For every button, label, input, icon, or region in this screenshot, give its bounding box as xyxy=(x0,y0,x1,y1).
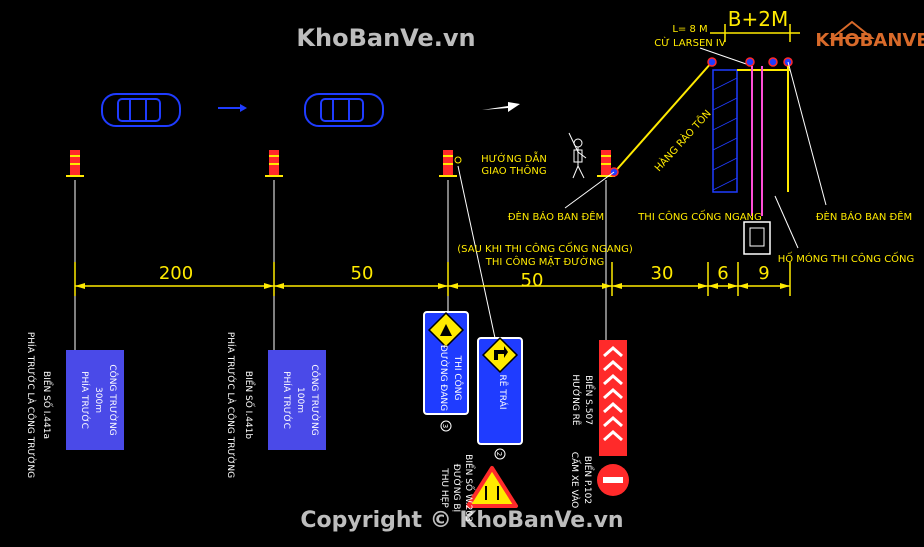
sign-1-caption-1: PHÍA TRƯỚC LÀ CÔNG TRƯỜNG xyxy=(25,332,37,478)
hang-rao-ton-label: HÀNG RÀO TÔN xyxy=(652,107,714,174)
warning-post-3-icon xyxy=(439,150,462,177)
sau-khi-label-2: THI CÔNG MẶT ĐƯỜNG xyxy=(485,255,604,268)
sign-1-line-3: PHÍA TRƯỚC xyxy=(79,371,91,429)
logo: KHOBANVE xyxy=(815,20,924,51)
dimension-chain xyxy=(74,262,791,296)
night-lamp-1-icon xyxy=(707,57,717,67)
thi-cong-cong-label: THI CÔNG CỐNG NGANG xyxy=(637,209,762,223)
car-1-icon xyxy=(101,93,181,127)
night-lamp-2-icon xyxy=(745,57,755,67)
sign-2-line-3: PHÍA TRƯỚC xyxy=(281,371,293,429)
warning-post-1-icon xyxy=(66,150,84,177)
sheet-pile-leader xyxy=(699,47,753,67)
sheet-pile-type: CỪ LARSEN IV xyxy=(654,36,726,49)
sign-6-caption-1: BIỂN S.507 xyxy=(583,375,596,425)
sign-2-caption-1: PHÍA TRƯỚC LÀ CÔNG TRƯỜNG xyxy=(225,332,237,478)
sign-1-caption-2: BIỂN SỐ I.441a xyxy=(41,371,54,439)
chevron-sign-icon xyxy=(599,340,627,456)
top-width-dim xyxy=(710,24,800,42)
sign-5-caption-1: BIỂN SỐ W.203 xyxy=(463,454,476,522)
sign-2-line-2: 100m xyxy=(295,387,305,413)
sign-4-num: 2 xyxy=(495,452,503,456)
sign-7-caption-1: BIỂN P.102 xyxy=(582,456,595,504)
sign-4-leader xyxy=(457,165,496,339)
sign-3-num: 3 xyxy=(441,424,449,428)
ho-mong-leader xyxy=(774,195,799,249)
logo-roof-icon xyxy=(829,20,875,39)
sign-2-board xyxy=(268,350,326,450)
trench-left xyxy=(712,69,738,193)
dim-30: 30 xyxy=(651,263,674,284)
dimension-ticks xyxy=(75,283,790,289)
sign-5-caption-3: THU HẸP xyxy=(439,467,449,508)
sign-4-text: RẼ TRÁI xyxy=(497,375,509,410)
warning-post-2-icon xyxy=(265,150,283,177)
sign-3-num-circle xyxy=(440,420,452,432)
direction-arrow-icon xyxy=(218,104,247,112)
dim-50-b: 50 xyxy=(521,270,544,291)
sign-1-line-1: CÔNG TRƯỜNG xyxy=(107,364,119,435)
huong-dan-label-2: GIAO THÔNG xyxy=(481,164,546,177)
watermark-bottom: Copyright © KhoBanVe.vn xyxy=(300,508,623,533)
watermark-top: KhoBanVe.vn xyxy=(296,24,475,52)
sheet-pile-length: L= 8 M xyxy=(672,24,707,35)
sign-4-num-circle xyxy=(494,448,506,460)
turn-arrow-icon xyxy=(482,102,520,112)
logo-text: KHOBANVE xyxy=(815,30,924,51)
dim-50-a: 50 xyxy=(351,263,374,284)
sign-2-caption-2: BIỂN SỐ I.441b xyxy=(243,371,256,439)
sign-3-line-1: THI CÔNG xyxy=(452,355,464,401)
traffic-worker-icon xyxy=(568,132,587,179)
no-entry-sign-icon xyxy=(597,464,629,496)
sign-6-caption-2: HƯỚNG RẼ xyxy=(570,374,582,426)
sign-5-caption-2: ĐƯỜNG BỊ xyxy=(451,464,463,512)
car-2-icon xyxy=(304,93,384,127)
ho-mong-label: HỐ MÓNG THI CÔNG CỐNG xyxy=(778,251,915,265)
night-lamp-3-icon xyxy=(768,57,778,67)
den-bao-right-label: ĐÈN BÁO BAN ĐÊM xyxy=(816,210,912,223)
sau-khi-label-1: (SAU KHI THI CÔNG CỐNG NGANG) xyxy=(457,241,633,255)
den-bao-left-leader xyxy=(564,171,615,209)
sign-2-line-1: CÔNG TRƯỜNG xyxy=(309,364,321,435)
huong-dan-label-1: HƯỚNG DẪN xyxy=(481,150,547,165)
turn-left-diamond-icon xyxy=(481,336,519,374)
dim-9: 9 xyxy=(758,263,769,284)
dim-200: 200 xyxy=(159,263,193,284)
sign-3-line-2: ĐƯỜNG ĐANG xyxy=(438,345,450,411)
culvert-icon xyxy=(743,221,771,255)
den-bao-right-leader xyxy=(787,61,827,206)
roadworks-diamond-icon xyxy=(427,311,465,349)
trench-hatch xyxy=(712,77,738,191)
sign-1-line-2: 300m xyxy=(93,387,103,413)
den-bao-left-label: ĐÈN BÁO BAN ĐÊM xyxy=(508,210,604,223)
top-width-label: B+2M xyxy=(728,7,788,31)
dim-6: 6 xyxy=(717,263,728,284)
sign-1-board xyxy=(66,350,124,450)
fence-diagonal xyxy=(611,61,713,176)
culvert-inner xyxy=(749,227,765,247)
sign-7-caption-2: CẤM XE VÀO xyxy=(569,452,581,508)
road-narrows-sign-icon xyxy=(466,466,518,508)
